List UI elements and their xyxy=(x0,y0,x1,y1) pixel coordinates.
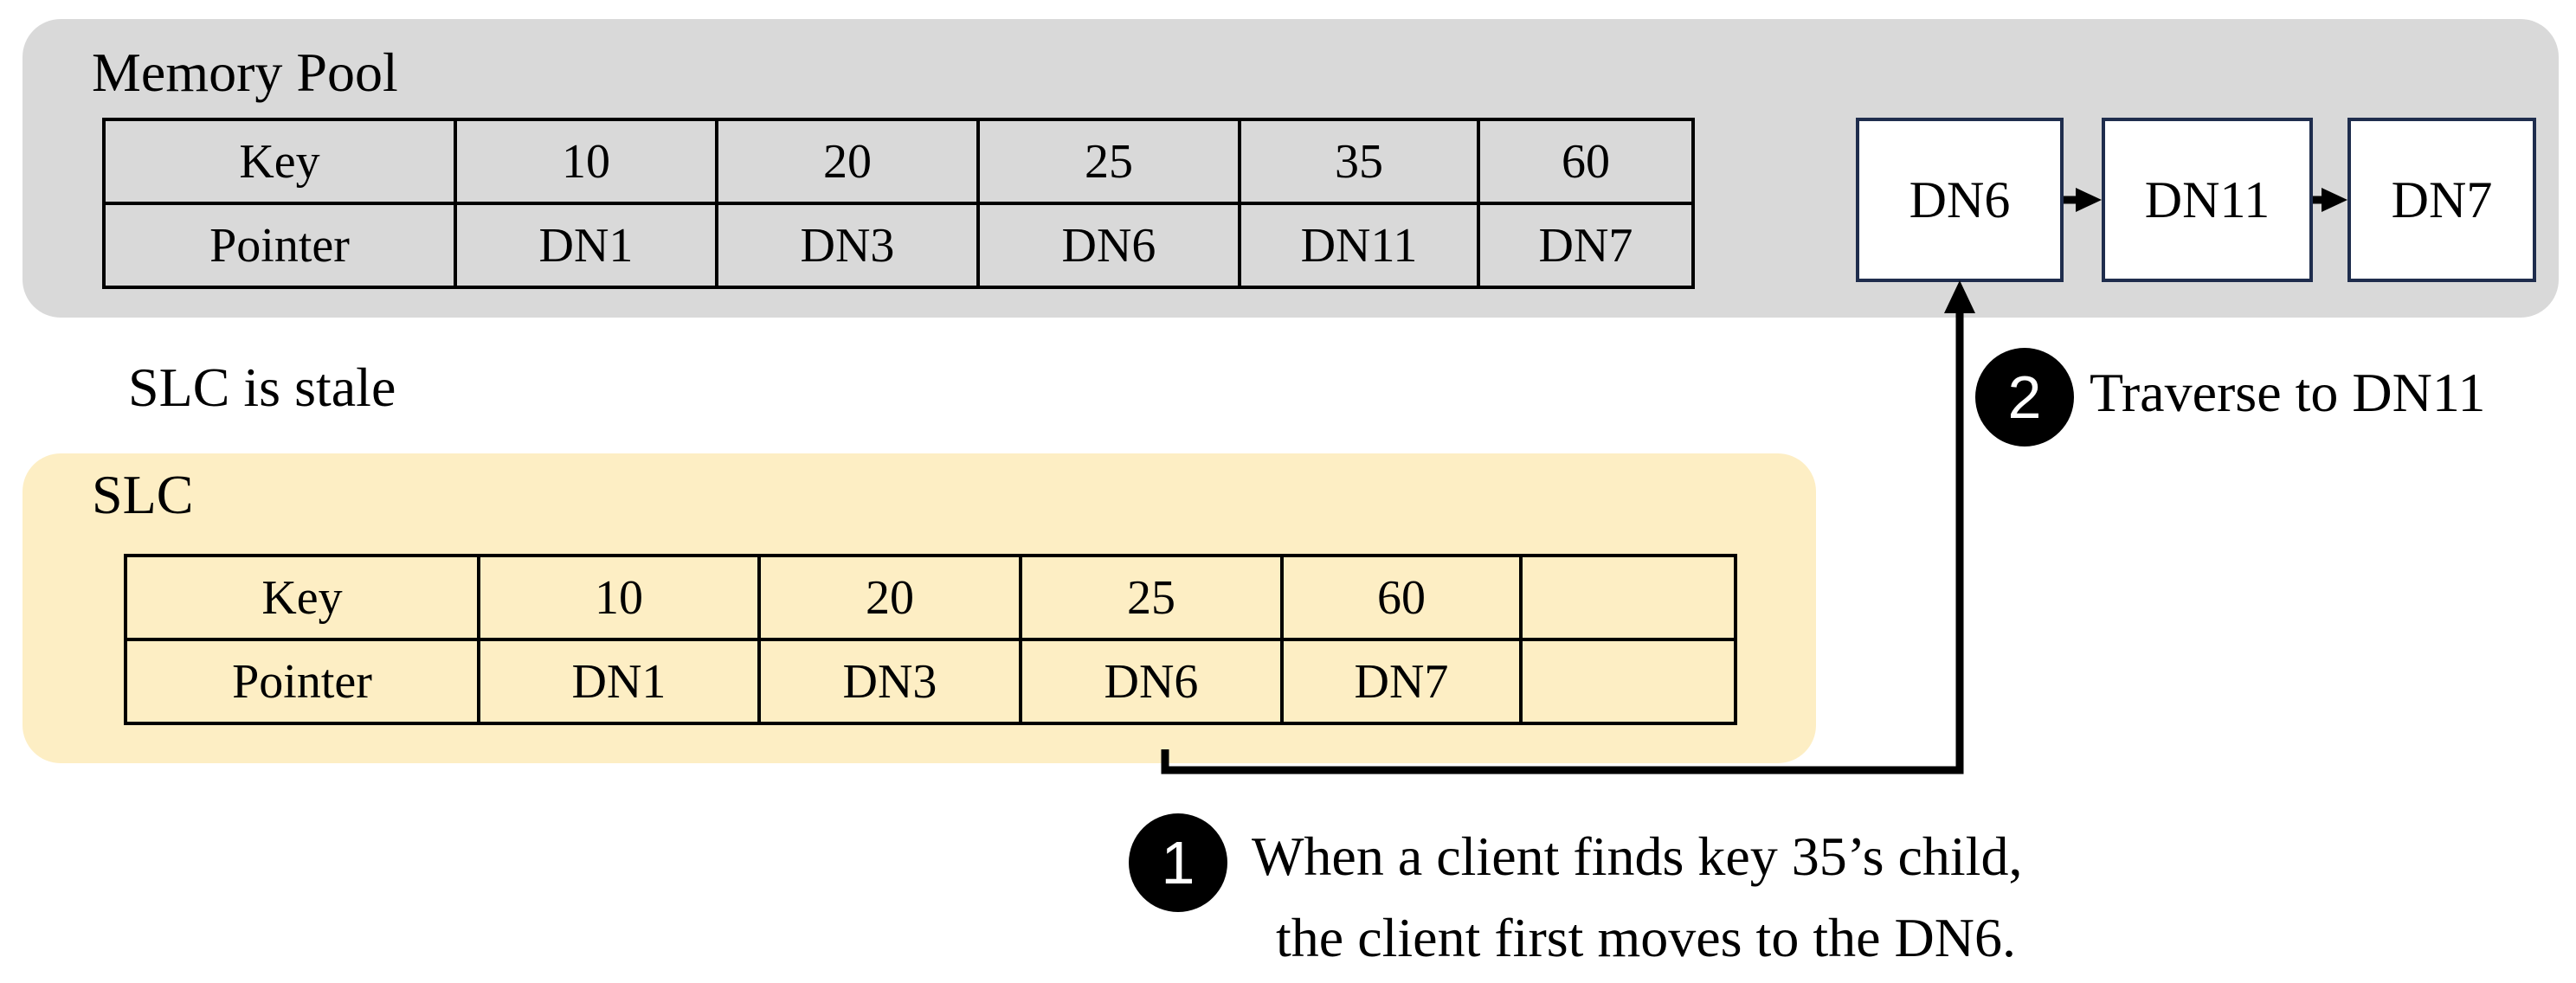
slc-to-dn6-arrow xyxy=(1161,312,1964,774)
pointer-cell xyxy=(1519,638,1737,725)
memory-pool-title: Memory Pool xyxy=(92,42,398,103)
arrowhead-up-icon xyxy=(1944,280,1975,313)
step-2-text: Traverse to DN11 xyxy=(2090,362,2486,423)
key-cell: 20 xyxy=(757,554,1022,641)
key-header: Key xyxy=(102,118,457,205)
key-cell: 10 xyxy=(454,118,718,205)
key-cell: 60 xyxy=(1280,554,1523,641)
pointer-cell: DN6 xyxy=(1019,638,1284,725)
pointer-cell: DN11 xyxy=(1238,202,1480,289)
pointer-cell: DN1 xyxy=(477,638,761,725)
pointer-cell: DN1 xyxy=(454,202,718,289)
table-row-keys: Key 10 20 25 35 60 xyxy=(102,118,1695,205)
pointer-cell: DN3 xyxy=(757,638,1022,725)
step-1-text-line1: When a client finds key 35’s child, xyxy=(1252,826,2023,887)
key-cell: 10 xyxy=(477,554,761,641)
step-1-badge: 1 xyxy=(1129,813,1227,912)
data-node-dn11: DN11 xyxy=(2102,118,2313,282)
table-row-pointers: Pointer DN1 DN3 DN6 DN7 xyxy=(124,638,1737,725)
table-row-pointers: Pointer DN1 DN3 DN6 DN11 DN7 xyxy=(102,202,1695,289)
step-2-badge: 2 xyxy=(1975,348,2074,447)
stale-note: SLC is stale xyxy=(128,357,396,418)
memory-pool-table: Key 10 20 25 35 60 Pointer DN1 DN3 DN6 D… xyxy=(102,118,1695,289)
key-cell: 35 xyxy=(1238,118,1480,205)
key-cell: 25 xyxy=(976,118,1241,205)
key-cell: 60 xyxy=(1477,118,1695,205)
pointer-header: Pointer xyxy=(124,638,480,725)
key-cell xyxy=(1519,554,1737,641)
slc-table: Key 10 20 25 60 Pointer DN1 DN3 DN6 DN7 xyxy=(124,554,1737,725)
key-cell: 25 xyxy=(1019,554,1284,641)
pointer-cell: DN3 xyxy=(715,202,980,289)
key-header: Key xyxy=(124,554,480,641)
arrowhead-right-icon xyxy=(2322,188,2347,212)
arrowhead-right-icon xyxy=(2076,188,2102,212)
pointer-cell: DN6 xyxy=(976,202,1241,289)
data-node-dn7: DN7 xyxy=(2347,118,2536,282)
pointer-cell: DN7 xyxy=(1280,638,1523,725)
slc-title: SLC xyxy=(92,464,194,525)
table-row-keys: Key 10 20 25 60 xyxy=(124,554,1737,641)
key-cell: 20 xyxy=(715,118,980,205)
step-1-text-line2: the client first moves to the DN6. xyxy=(1276,907,2016,968)
pointer-cell: DN7 xyxy=(1477,202,1695,289)
pointer-header: Pointer xyxy=(102,202,457,289)
